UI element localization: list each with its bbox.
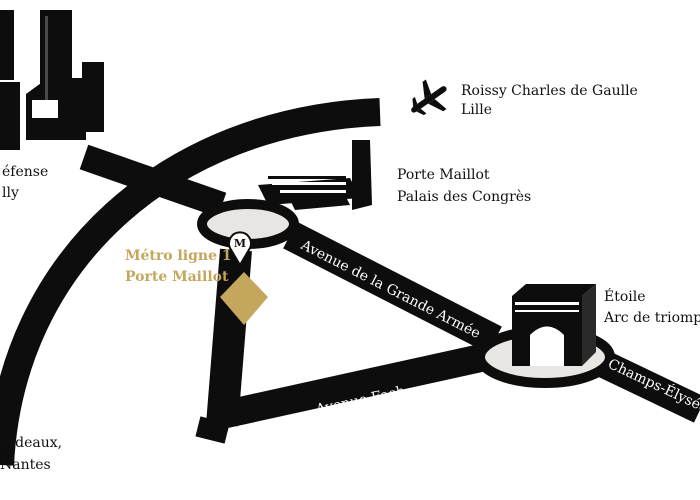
label-maillot-line2: Palais des Congrès (397, 189, 531, 205)
road-defense-maillot (79, 144, 227, 218)
label-etoile-line2: Arc de triomp (603, 310, 700, 326)
road-malakoff (206, 248, 252, 427)
label-airport-line1: Roissy Charles de Gaulle (461, 83, 638, 99)
label-metro-line2: Porte Maillot (125, 269, 229, 285)
label-bordeaux-line1: ordeaux, (0, 435, 62, 451)
label-defense-line1: éfense (2, 164, 48, 180)
road-grande-armee (283, 221, 502, 354)
metro-pin-icon[interactable]: M (228, 231, 252, 267)
label-metro-line1: Métro ligne 1 (125, 248, 232, 264)
label-airport-line2: Lille (461, 102, 492, 118)
skyscrapers-icon (0, 10, 104, 150)
label-bordeaux-line2: Nantes (0, 457, 51, 473)
label-defense-line2: lly (2, 185, 19, 201)
road-foch (218, 338, 512, 429)
road-label-malakoff: Avenue Malakoff (180, 304, 206, 426)
metro-badge-letter: M (234, 237, 246, 250)
congress-building-icon (258, 140, 372, 210)
label-etoile-line1: Étoile (604, 287, 646, 305)
label-maillot-line1: Porte Maillot (397, 167, 490, 183)
diamond-marker-icon[interactable] (220, 272, 268, 325)
road-south (195, 416, 230, 444)
ring-road (0, 98, 381, 466)
arc-de-triomphe-icon (512, 284, 596, 366)
airplane-icon (411, 79, 447, 116)
road-label-grande-armee: Avenue de la Grande Armée (297, 237, 483, 342)
